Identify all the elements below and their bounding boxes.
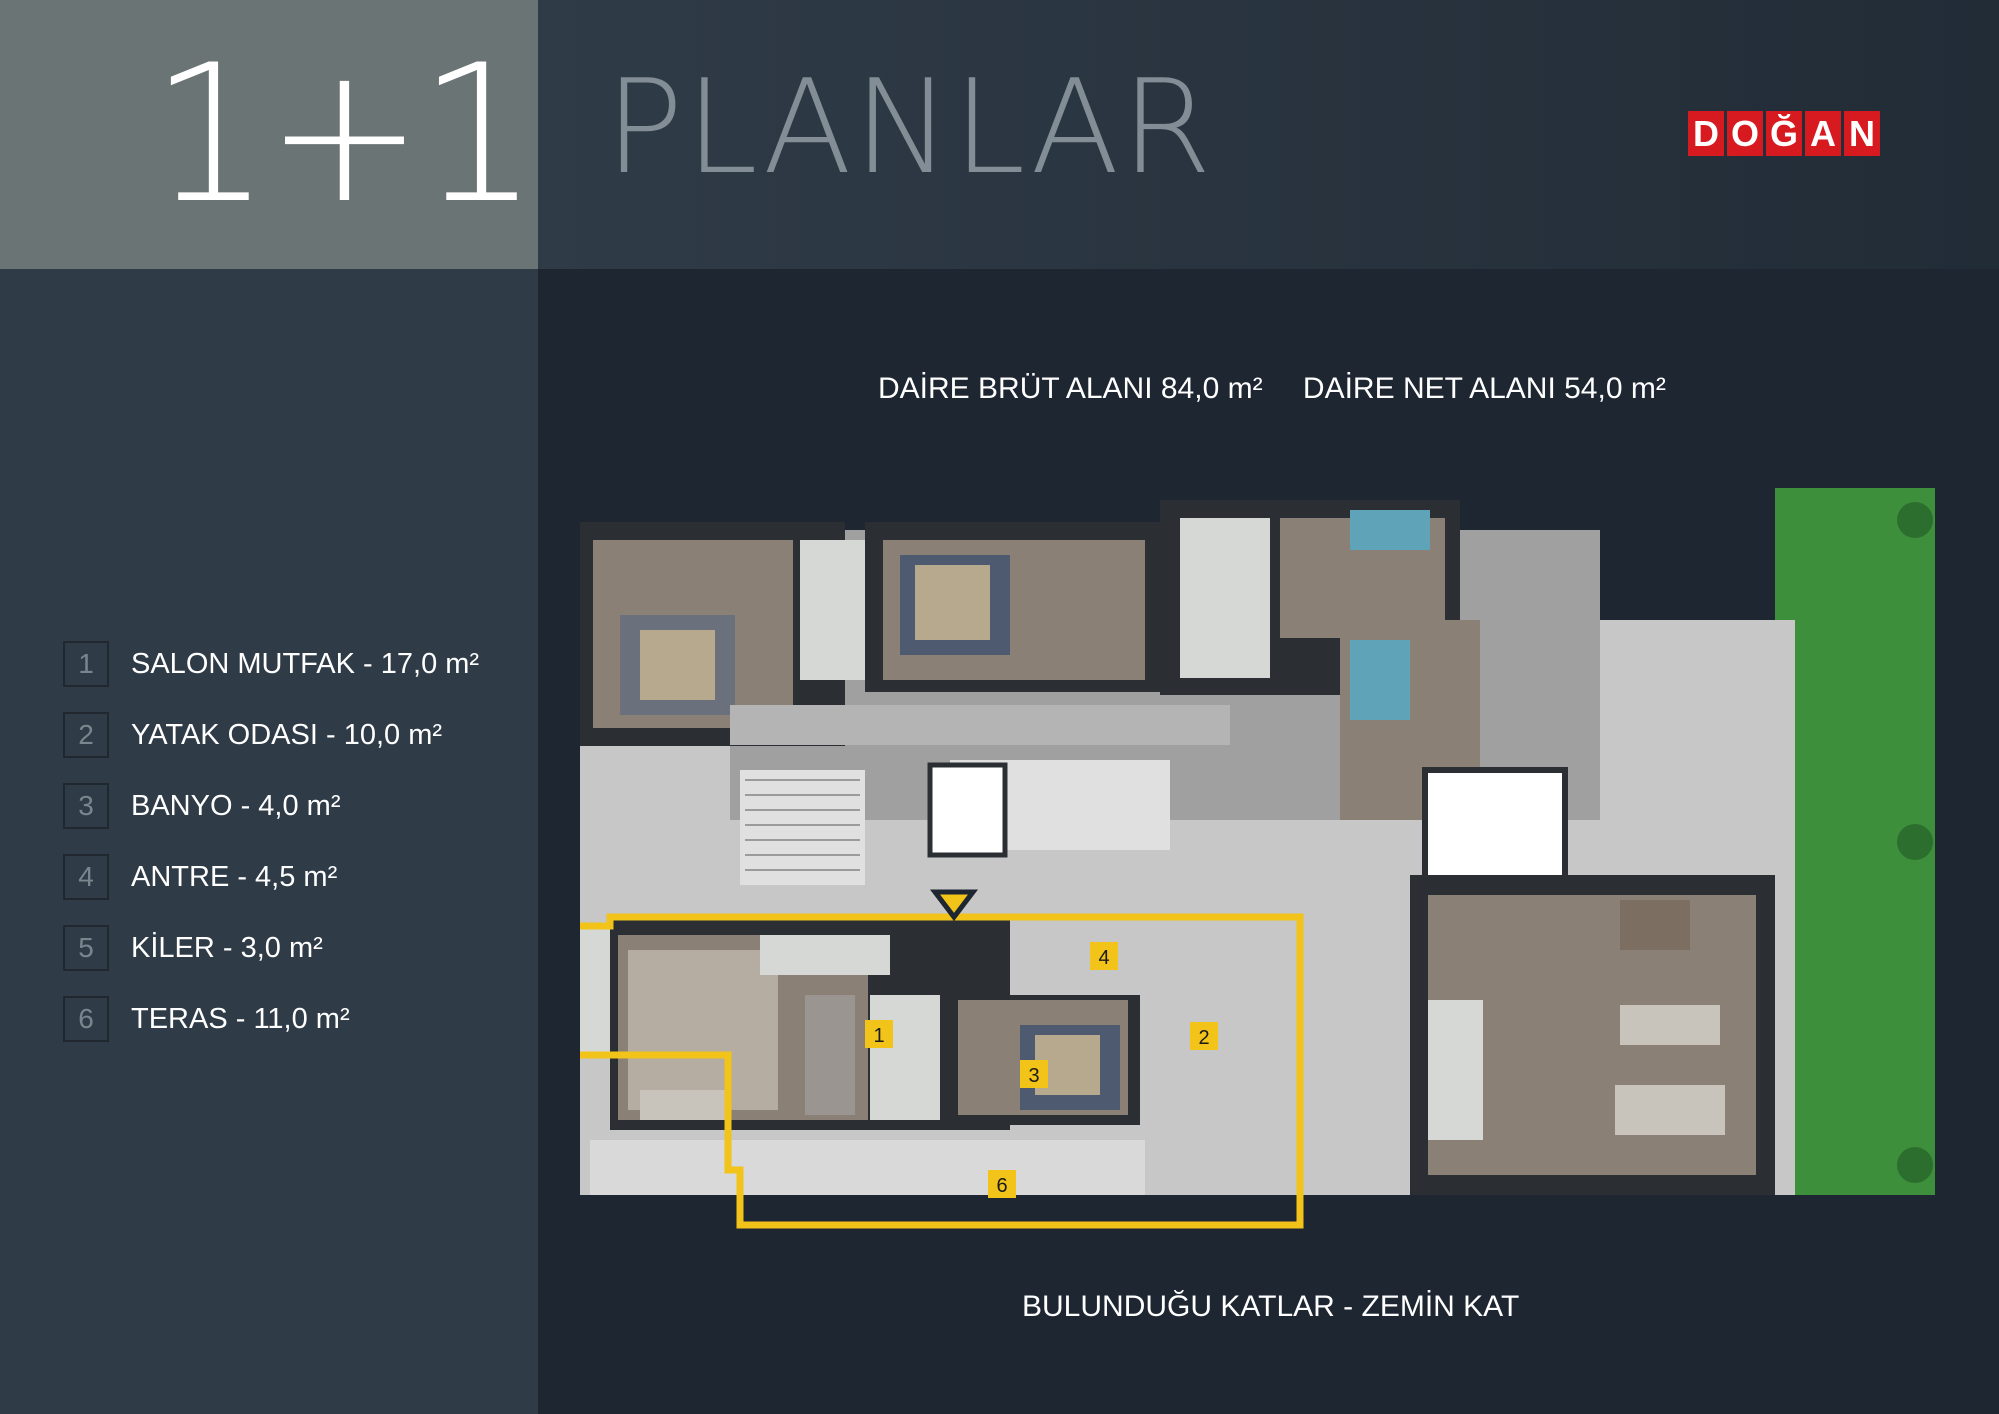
legend-item: 2 YATAK ODASI - 10,0 m² bbox=[63, 711, 479, 759]
stairs bbox=[740, 770, 865, 885]
svg-text:2: 2 bbox=[1198, 1027, 1209, 1049]
legend-number: 4 bbox=[63, 854, 109, 900]
bed bbox=[1350, 510, 1430, 550]
logo-letter: D bbox=[1688, 111, 1724, 156]
type-header-block bbox=[0, 0, 538, 269]
room-legend: 1 SALON MUTFAK - 17,0 m² 2 YATAK ODASI -… bbox=[63, 640, 479, 1066]
legend-item: 6 TERAS - 11,0 m² bbox=[63, 995, 479, 1043]
logo-letter: Ğ bbox=[1766, 111, 1802, 156]
legend-panel bbox=[0, 269, 538, 1414]
legend-item: 1 SALON MUTFAK - 17,0 m² bbox=[63, 640, 479, 688]
dining-table bbox=[1615, 1085, 1725, 1135]
sofa bbox=[1620, 1005, 1720, 1045]
room-marker: 4 bbox=[1090, 942, 1118, 970]
room-marker: 2 bbox=[1190, 1022, 1218, 1050]
legend-label: TERAS - 11,0 m² bbox=[131, 1002, 350, 1035]
terrace-floor bbox=[590, 1140, 1145, 1195]
kitchen-counter bbox=[805, 995, 855, 1115]
pantry-floor bbox=[580, 927, 610, 1052]
net-area: DAİRE NET ALANI 54,0 m² bbox=[1302, 372, 1666, 405]
bathroom-floor bbox=[800, 540, 875, 680]
blanket bbox=[640, 630, 715, 700]
bed bbox=[1350, 640, 1410, 720]
legend-label: KİLER - 3,0 m² bbox=[131, 931, 323, 964]
kitchen-counter bbox=[1428, 1000, 1483, 1140]
room-marker: 6 bbox=[988, 1170, 1016, 1198]
logo-letter: N bbox=[1844, 111, 1880, 156]
stair-lines bbox=[745, 779, 860, 871]
elevator-shaft bbox=[927, 762, 1008, 858]
floor-info: BULUNDUĞU KATLAR - ZEMİN KAT bbox=[1022, 1290, 1520, 1323]
apartment-highlight bbox=[580, 913, 1304, 1229]
elevator-shaft bbox=[1422, 767, 1568, 883]
legend-item: 3 BANYO - 4,0 m² bbox=[63, 782, 479, 830]
dogan-logo: D O Ğ A N bbox=[1688, 111, 1880, 156]
area-summary: DAİRE BRÜT ALANI 84,0 m² DAİRE NET ALANI… bbox=[878, 372, 1666, 406]
entrance-floor bbox=[760, 935, 890, 975]
page-title: PLANLAR bbox=[605, 51, 1214, 203]
legend-number: 2 bbox=[63, 712, 109, 758]
legend-label: ANTRE - 4,5 m² bbox=[131, 860, 338, 893]
tree-icon bbox=[1897, 824, 1933, 860]
legend-number: 3 bbox=[63, 783, 109, 829]
rug bbox=[628, 950, 778, 1110]
apartment-type-title: 1+1 bbox=[150, 24, 539, 245]
legend-number: 1 bbox=[63, 641, 109, 687]
legend-label: SALON MUTFAK - 17,0 m² bbox=[131, 647, 480, 680]
blanket bbox=[915, 565, 990, 640]
coffee-table bbox=[1620, 900, 1690, 950]
bathroom-floor bbox=[1180, 518, 1270, 678]
room-marker: 3 bbox=[1020, 1060, 1048, 1088]
legend-label: BANYO - 4,0 m² bbox=[131, 789, 341, 822]
legend-label: YATAK ODASI - 10,0 m² bbox=[131, 718, 443, 751]
svg-text:1: 1 bbox=[873, 1025, 884, 1047]
gross-area: DAİRE BRÜT ALANI 84,0 m² bbox=[878, 372, 1263, 405]
sofa bbox=[640, 1090, 730, 1120]
tree-icon bbox=[1897, 502, 1933, 538]
svg-text:6: 6 bbox=[996, 1175, 1007, 1197]
entrance-arrow-icon bbox=[929, 889, 979, 922]
logo-letter: O bbox=[1727, 111, 1763, 156]
floor-plan: 1 2 3 4 5 6 bbox=[580, 488, 1935, 1229]
room-marker: 1 bbox=[865, 1020, 893, 1048]
legend-item: 5 KİLER - 3,0 m² bbox=[63, 924, 479, 972]
legend-number: 6 bbox=[63, 996, 109, 1042]
tree-icon bbox=[1897, 1147, 1933, 1183]
legend-number: 5 bbox=[63, 925, 109, 971]
svg-text:3: 3 bbox=[1028, 1065, 1039, 1087]
legend-item: 4 ANTRE - 4,5 m² bbox=[63, 853, 479, 901]
logo-letter: A bbox=[1805, 111, 1841, 156]
corridor bbox=[730, 705, 1230, 745]
svg-text:4: 4 bbox=[1098, 947, 1109, 969]
bathroom-floor bbox=[870, 995, 940, 1120]
